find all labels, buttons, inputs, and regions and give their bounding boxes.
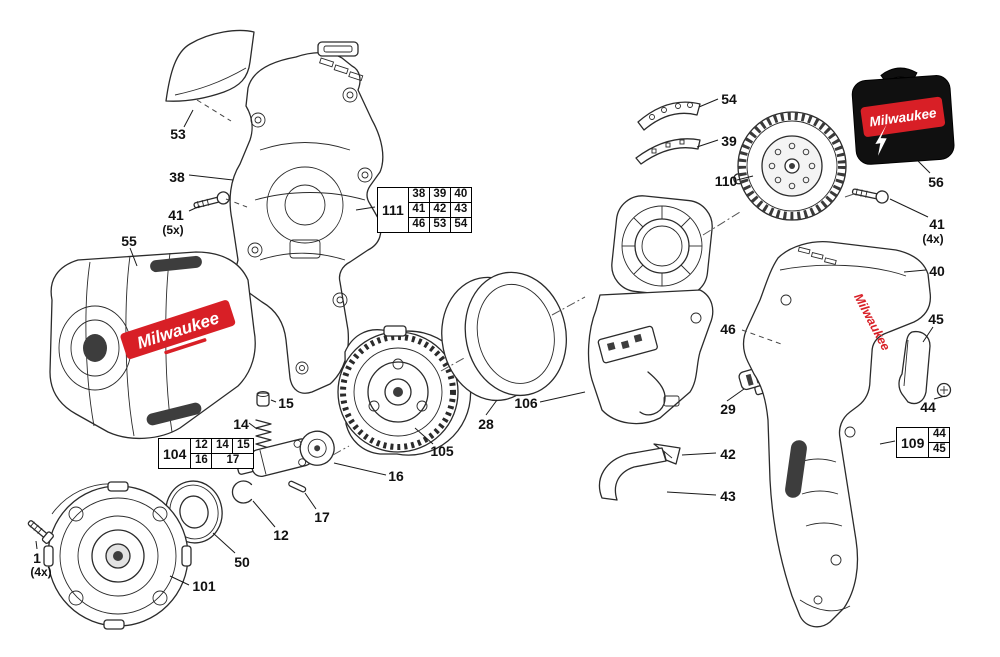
ref-table-109-id: 109 (895, 427, 930, 458)
leader-lines (35, 98, 946, 586)
ref-table-104-id: 104 (157, 438, 192, 469)
label-50: 50 (234, 554, 250, 570)
milwaukee-logo-case: Milwaukee (860, 96, 946, 156)
label-14: 14 (233, 416, 249, 432)
label-40: 40 (929, 263, 945, 279)
label-12: 12 (273, 527, 289, 543)
label-39: 39 (721, 133, 737, 149)
part-53-gasket-sheet-drawing (165, 29, 255, 102)
part-14-spring-drawing (255, 419, 272, 449)
label-17: 17 (314, 509, 330, 525)
part-28-collar-drawing (441, 271, 568, 402)
label-29: 29 (720, 401, 736, 417)
label-46: 46 (720, 321, 736, 337)
part-38-left-housing-drawing (229, 41, 384, 394)
part-39-contact-plate-drawing (635, 138, 701, 165)
label-45: 45 (928, 311, 944, 327)
label-28: 28 (478, 416, 494, 432)
part-15-detent-pin-drawing (256, 391, 270, 407)
label-1-qty: (4x) (30, 565, 52, 579)
ref-table-111-id: 111 (377, 187, 409, 233)
part-56-case-drawing: Milwaukee (851, 67, 955, 165)
label-1: 1 (33, 550, 41, 566)
ref-table-109: 109 44 45 (895, 427, 951, 458)
part-12-retaining-ring-drawing (231, 480, 253, 504)
label-42: 42 (720, 446, 736, 462)
label-55: 55 (121, 233, 137, 249)
part-105-gear-assembly-drawing (337, 325, 472, 456)
part-41-right-screw-drawing (851, 188, 889, 204)
label-15: 15 (278, 395, 294, 411)
label-43: 43 (720, 488, 736, 504)
label-110: 110 (714, 173, 738, 189)
ref-table-104: 104 12 14 15 16 17 (157, 438, 255, 469)
label-38: 38 (169, 169, 185, 185)
ref-table-111: 111 38 39 40 41 42 43 46 53 54 (377, 187, 472, 233)
label-41-left-qty: (5x) (162, 223, 184, 237)
label-105: 105 (430, 443, 454, 459)
part-54-strip-drawing (637, 101, 701, 131)
part-16-anvil-drawing (235, 430, 335, 478)
part-43-guide-band-drawing (598, 447, 667, 501)
label-54: 54 (721, 91, 737, 107)
part-106-motor-mount-drawing (587, 195, 714, 425)
label-44: 44 (920, 399, 936, 415)
part-17-pin-drawing (288, 480, 307, 493)
label-41-left: 41 (168, 207, 184, 223)
lightning-bolt-icon (875, 124, 887, 156)
part-1-screw-drawing (27, 520, 54, 544)
label-106: 106 (514, 395, 538, 411)
part-45-side-cover-drawing (898, 330, 931, 405)
label-53: 53 (170, 126, 186, 142)
label-101: 101 (192, 578, 216, 594)
part-44-screw-drawing (936, 382, 952, 398)
part-40-right-housing-drawing: Milwaukee (742, 240, 932, 628)
label-16: 16 (388, 468, 404, 484)
part-101-front-housing-drawing (43, 481, 192, 630)
label-41-right-qty: (4x) (922, 232, 944, 246)
label-56: 56 (928, 174, 944, 190)
part-55-rubber-boot-drawing: Milwaukee (49, 251, 256, 440)
part-110-rotor-drawing (733, 111, 847, 221)
part-41-left-screw-drawing (193, 191, 230, 209)
label-41-right: 41 (929, 216, 945, 232)
